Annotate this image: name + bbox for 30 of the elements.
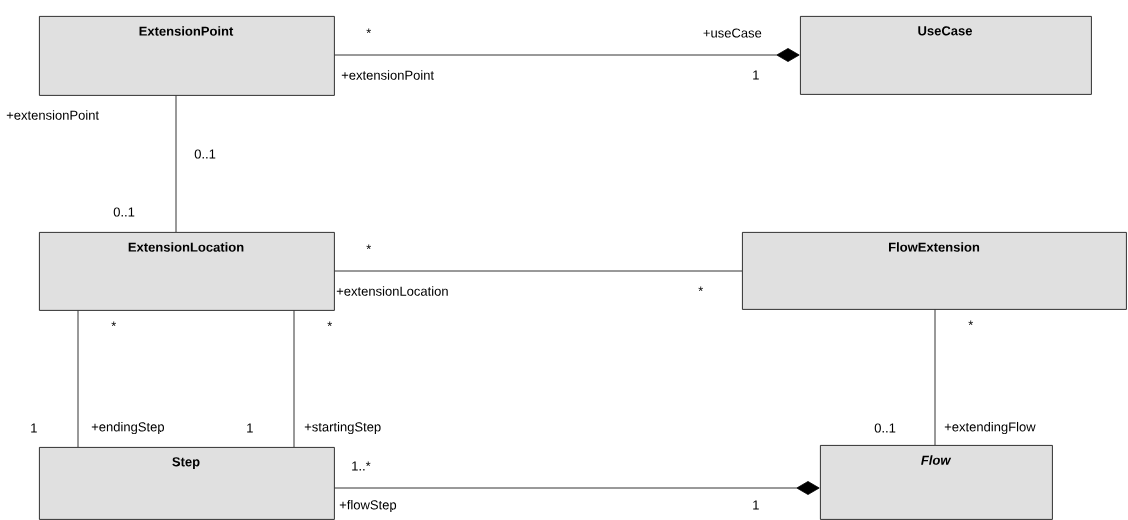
class-box: ExtensionLocation <box>39 232 335 311</box>
association-line <box>77 310 79 448</box>
multiplicity-label: 0..1 <box>194 149 216 159</box>
association-line <box>934 309 936 446</box>
role-label: +endingStep <box>91 421 164 435</box>
class-box: Flow <box>820 445 1053 520</box>
multiplicity-label: 0..1 <box>113 207 135 217</box>
association-line <box>293 310 295 448</box>
multiplicity-label: 1 <box>753 70 759 80</box>
role-label: +startingStep <box>304 421 381 435</box>
multiplicity-label: 0..1 <box>874 423 896 433</box>
multiplicity-label: * <box>366 244 372 250</box>
association-line <box>175 95 177 233</box>
class-box: ExtensionPoint <box>39 16 335 96</box>
role-label: +extensionPoint <box>6 110 99 120</box>
composition-line <box>334 48 800 62</box>
class-box: FlowExtension <box>742 232 1127 310</box>
multiplicity-label: 1..* <box>352 461 371 471</box>
association-line <box>334 270 743 272</box>
class-box: UseCase <box>800 16 1092 95</box>
role-label: +flowStep <box>339 499 397 513</box>
multiplicity-label: 1 <box>31 423 37 433</box>
composition-line <box>334 481 820 495</box>
multiplicity-label: 1 <box>753 500 759 510</box>
role-label: +extendingFlow <box>944 421 1036 435</box>
multiplicity-label: 1 <box>247 423 253 433</box>
role-label: +useCase <box>703 28 762 38</box>
multiplicity-label: * <box>366 28 372 34</box>
class-box: Step <box>39 447 335 520</box>
multiplicity-label: * <box>698 286 704 292</box>
